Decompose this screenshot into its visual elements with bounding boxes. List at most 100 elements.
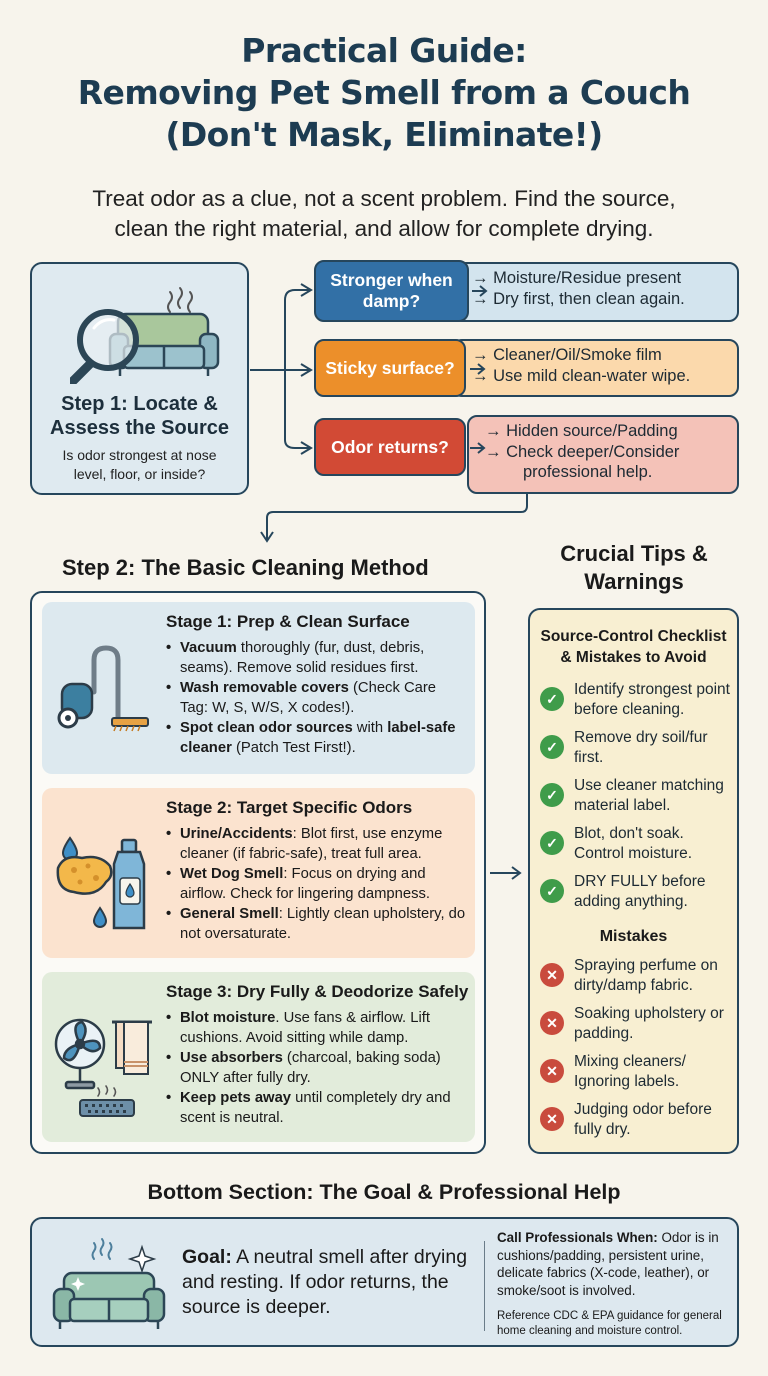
stage-3-bullet-2-bold: Use absorbers (180, 1050, 283, 1066)
mistake-item: ✕ Spraying perfume on dirty/damp fabric. (540, 956, 736, 996)
goal-description: A neutral smell after drying and resting… (182, 1246, 468, 1318)
stage-3-bullet-3: Keep pets away until completely dry and … (166, 1088, 466, 1128)
branch-1-result-line-2: → Dry first, then clean again. (472, 289, 685, 308)
stage-2-panel: Stage 2: Target Specific Odors Urine/Acc… (42, 788, 475, 958)
stage-1-panel: Stage 1: Prep & Clean Surface Vacuum tho… (42, 602, 475, 774)
cleaner-bottle-icon (112, 838, 146, 930)
checklist-item-text: Use cleaner matching material label. (574, 777, 724, 814)
mistake-item-text: Soaking upholstery or padding. (574, 1005, 724, 1042)
checklist-item-text: DRY FULLY before adding anything. (574, 873, 706, 910)
mistake-item: ✕ Judging odor before fully dry. (540, 1100, 736, 1140)
stage-2-title: Stage 2: Target Specific Odors (166, 798, 413, 817)
step1-question-line-2: level, floor, or inside? (73, 466, 206, 482)
check-icon: ✓ (540, 735, 564, 759)
branch-3-result-line-3: professional help. (523, 463, 653, 481)
goal-text: Goal: A neutral smell after drying and r… (182, 1245, 482, 1320)
branch-1-label-line-2: damp? (362, 291, 421, 311)
charcoal-tray-icon (79, 1085, 135, 1117)
x-mark-icon: ✕ (540, 963, 564, 987)
mistake-item: ✕ Soaking upholstery or padding. (540, 1004, 736, 1044)
stage-1-bullet-3-bold-2: label-safe cleaner (180, 720, 456, 756)
check-icon: ✓ (540, 831, 564, 855)
stage-3-panel: Stage 3: Dry Fully & Deodorize Safely Bl… (42, 972, 475, 1142)
tips-card: Source-Control Checklist & Mistakes to A… (528, 608, 739, 1154)
stage-3-bullet-1-bold: Blot moisture (180, 1010, 276, 1026)
tips-title-line-1: Crucial Tips & (560, 541, 708, 566)
mistake-item-text: Spraying perfume on dirty/damp fabric. (574, 957, 718, 994)
checklist-item: ✓ Blot, don't soak. Control moisture. (540, 824, 736, 864)
stage-2-bullets: Urine/Accidents: Blot first, use enzyme … (166, 824, 466, 944)
stage-1-bullet-2: Wash removable covers (Check Care Tag: W… (166, 678, 466, 718)
checklist-item-text: Blot, don't soak. Control moisture. (574, 825, 693, 862)
checklist-heading-line-1: Source-Control Checklist (540, 628, 727, 645)
branch-3-pill: Odor returns? (314, 418, 466, 476)
branch-connector (250, 283, 313, 455)
branch-1-pill: Stronger when damp? (314, 260, 469, 322)
vacuum-icon (57, 645, 149, 732)
step2-title: Step 2: The Basic Cleaning Method (62, 555, 429, 580)
sponge-and-cleaner-icon (56, 836, 146, 930)
title-line-1: Practical Guide: (241, 31, 527, 70)
stage-1-bullet-1-bold: Vacuum (180, 640, 237, 656)
stage-3-title: Stage 3: Dry Fully & Deodorize Safely (166, 982, 469, 1001)
branch-1-result-line-1: → Moisture/Residue present (472, 269, 682, 287)
checklist-heading: Source-Control Checklist & Mistakes to A… (530, 626, 737, 668)
branch-2-pill: Sticky surface? (314, 339, 466, 397)
tips-title: Crucial Tips & Warnings (528, 540, 740, 596)
step1-question: Is odor strongest at nose level, floor, … (32, 446, 247, 484)
down-connector (260, 494, 528, 543)
stage-1-bullet-3-bold: Spot clean odor sources (180, 720, 353, 736)
branch-3-result-line-2: → Check deeper/Consider (485, 442, 680, 461)
bottom-section-title: Bottom Section: The Goal & Professional … (147, 1180, 621, 1204)
stage-3-bullet-2-text: (charcoal, baking soda) ONLY after fully… (180, 1050, 441, 1086)
tips-title-line-2: Warnings (584, 569, 684, 594)
step2-card: Stage 1: Prep & Clean Surface Vacuum tho… (30, 591, 486, 1154)
subtitle-line-1: Treat odor as a clue, not a scent proble… (92, 186, 676, 211)
stage-2-bullet-3-bold: General Smell (180, 906, 279, 922)
stage-1-bullet-3-text: with (352, 720, 388, 736)
x-mark-icon: ✕ (540, 1011, 564, 1035)
goal-card: Goal: A neutral smell after drying and r… (30, 1217, 739, 1347)
checklist-item: ✓ Identify strongest point before cleanin… (540, 680, 736, 720)
stage-2-bullet-2: Wet Dog Smell: Focus on drying and airfl… (166, 864, 466, 904)
stage-1-bullet-3-text-2: (Patch Test First!). (231, 740, 356, 756)
divider (484, 1241, 485, 1331)
checklist-heading-line-2: & Mistakes to Avoid (560, 649, 707, 666)
stage-2-bullet-2-bold: Wet Dog Smell (180, 866, 284, 882)
stage-1-bullet-2-text: (Check Care Tag: W, S, W/S, X codes!). (180, 680, 437, 716)
mistake-item: ✕Mixing cleaners/ Ignoring labels. (540, 1052, 736, 1092)
mistake-item-text: Judging odor before fully dry. (574, 1101, 712, 1138)
step1-question-line-1: Is odor strongest at nose (62, 447, 217, 463)
x-mark-icon: ✕ (540, 1107, 564, 1131)
checklist-item: ✓DRY FULLY before adding anything. (540, 872, 736, 912)
checklist-item: ✓Remove dry soil/fur first. (540, 728, 736, 768)
professional-help-label: Call Professionals When: (497, 1230, 658, 1245)
arrow-right-icon (472, 285, 488, 297)
clean-couch-sparkle-icon (52, 1238, 166, 1329)
fan-towel-charcoal-icon (54, 1018, 152, 1117)
stage-2-bullet-1: Urine/Accidents: Blot first, use enzyme … (166, 824, 466, 864)
stage-3-bullet-2: Use absorbers (charcoal, baking soda) ON… (166, 1048, 466, 1088)
checklist-item: ✓ Use cleaner matching material label. (540, 776, 736, 816)
stage-3-bullet-1: Blot moisture. Use fans & airflow. Lift … (166, 1008, 466, 1048)
checklist-item-text: Identify strongest point before cleaning… (574, 681, 730, 718)
mistake-item-text: Mixing cleaners/ Ignoring labels. (574, 1053, 686, 1090)
branch-2-label: Sticky surface? (325, 357, 455, 378)
stage-1-bullet-2-bold: Wash removable covers (180, 680, 349, 696)
magnifier-icon (70, 309, 139, 384)
stage-2-bullet-1-text: : Blot first, use enzyme cleaner (if fab… (180, 826, 443, 862)
branch-3-result: → Hidden source/Padding → Check deeper/C… (467, 415, 739, 494)
stage-1-bullet-1-text: thoroughly (fur, dust, debris, seams). R… (180, 640, 425, 676)
check-icon: ✓ (540, 687, 564, 711)
stage-2-bullet-3: General Smell: Lightly clean upholstery,… (166, 904, 466, 944)
mistakes-heading: Mistakes (599, 928, 668, 945)
check-icon: ✓ (540, 783, 564, 807)
odor-waves-icon (167, 287, 193, 313)
branch-2-result: → Cleaner/Oil/Smoke film → Use mild clea… (452, 339, 739, 397)
stage-3-bullet-3-text: until completely dry and scent is neutra… (180, 1090, 451, 1126)
professional-help-description: Odor is in cushions/padding, persistent … (497, 1230, 719, 1298)
stage-2-bullet-3-text: : Lightly clean upholstery, do not overs… (180, 906, 466, 942)
branch-2-result-line-1: → Cleaner/Oil/Smoke film (472, 346, 662, 364)
title-line-2: Removing Pet Smell from a Couch (77, 73, 691, 112)
branch-3-label: Odor returns? (331, 436, 449, 457)
